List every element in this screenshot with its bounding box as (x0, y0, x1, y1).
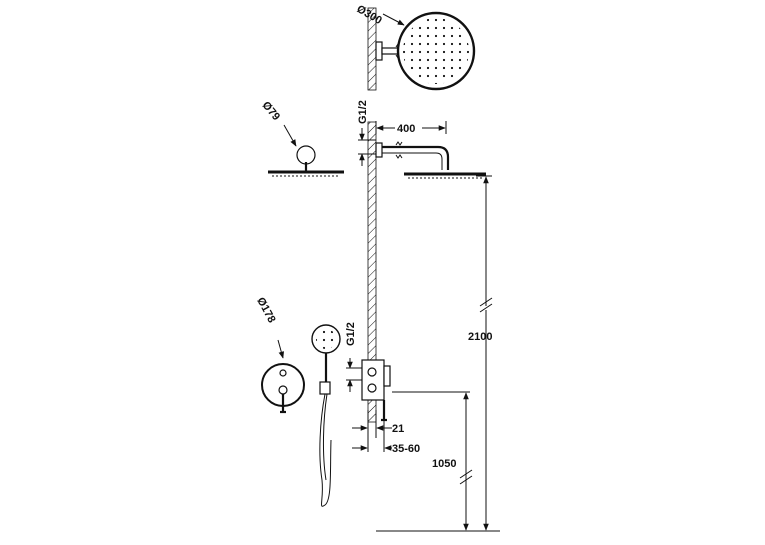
rain-head-front-view (396, 11, 476, 91)
main-wall-section (367, 121, 377, 423)
mixer-wall-plate (261, 363, 305, 414)
dim-thread-top: G1/2 (357, 100, 369, 124)
thread-bottom-dimension: G1/2 (345, 322, 362, 392)
dim-wall-offset-min: 21 (392, 423, 404, 435)
dim-wall-offset-range: 35-60 (392, 443, 420, 455)
diameter-79-leader: Ø79 (260, 99, 297, 147)
diameter-300-leader: Ø300 (355, 3, 405, 27)
side-head-assembly (268, 145, 344, 177)
dim-diameter-79: Ø79 (260, 99, 283, 123)
valve-height-dimension: 1050 (392, 391, 473, 531)
dim-valve-height: 1050 (432, 458, 456, 470)
dim-diameter-178: Ø178 (254, 296, 277, 325)
diameter-178-leader: Ø178 (254, 296, 285, 359)
thread-top-dimension: G1/2 (357, 100, 376, 166)
shower-arm (375, 141, 486, 179)
wall-offset-dimensions: 21 35-60 (352, 410, 420, 455)
dim-head-height: 2100 (468, 331, 492, 343)
dim-arm-length: 400 (397, 123, 415, 135)
hand-shower (311, 324, 341, 507)
arm-length-dimension: 400 (375, 121, 447, 135)
dim-thread-bottom: G1/2 (345, 322, 357, 346)
head-height-dimension: 2100 (468, 175, 492, 531)
